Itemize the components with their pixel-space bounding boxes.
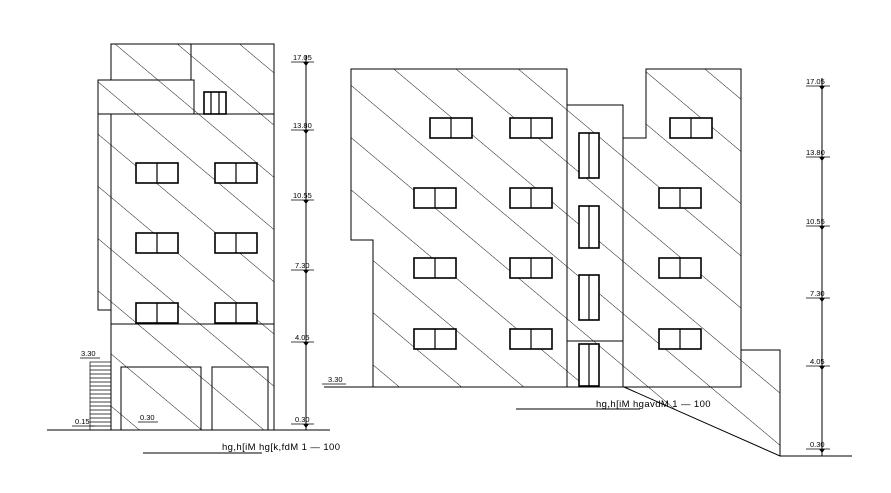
level-label: 7.30 — [295, 261, 310, 270]
garage-door-1 — [120, 366, 202, 431]
right-windows — [413, 117, 713, 387]
right-elevation: 3.30 17.05 13.80 10.55 7.30 4.05 0.30 hg… — [322, 68, 852, 457]
level-label: 4.05 — [810, 357, 825, 366]
exterior-stair — [89, 361, 112, 431]
left-elevation: 3.30 0.15 0.30 17.05 13.80 10.55 7.30 4.… — [47, 43, 340, 454]
right-right-block — [622, 68, 742, 388]
level-label: 0.30 — [810, 440, 825, 449]
level-label: 4.05 — [295, 333, 310, 342]
level-label-base: 0.15 — [75, 417, 90, 426]
left-windows — [135, 162, 258, 324]
level-label-stair: 3.30 — [81, 349, 96, 358]
right-level-markers: 17.05 13.80 10.55 7.30 4.05 0.30 — [806, 77, 830, 453]
level-label: 10.55 — [293, 191, 312, 200]
level-label: 0.30 — [295, 415, 310, 424]
level-label: 17.05 — [293, 53, 312, 62]
left-elevation-title: hg,h[iM hg[k,fdM 1 — 100 — [222, 442, 340, 453]
level-label: 13.80 — [293, 121, 312, 130]
ground-level-label: 3.30 — [328, 375, 343, 384]
right-left-block — [350, 68, 568, 388]
level-label-inner: 0.30 — [140, 413, 155, 422]
left-level-markers: 17.05 13.80 10.55 7.30 4.05 0.30 — [291, 53, 314, 428]
roof-parapet-left — [97, 79, 195, 115]
level-label: 17.05 — [806, 77, 825, 86]
side-projection — [97, 113, 112, 311]
roof-window — [203, 91, 227, 115]
right-elevation-title: hg,h[iM hgavdM 1 — 100 — [596, 399, 711, 410]
level-label: 13.80 — [806, 148, 825, 157]
garage-door-2 — [211, 366, 269, 431]
main-facade — [110, 113, 275, 325]
level-label: 7.30 — [810, 289, 825, 298]
level-label: 10.55 — [806, 217, 825, 226]
